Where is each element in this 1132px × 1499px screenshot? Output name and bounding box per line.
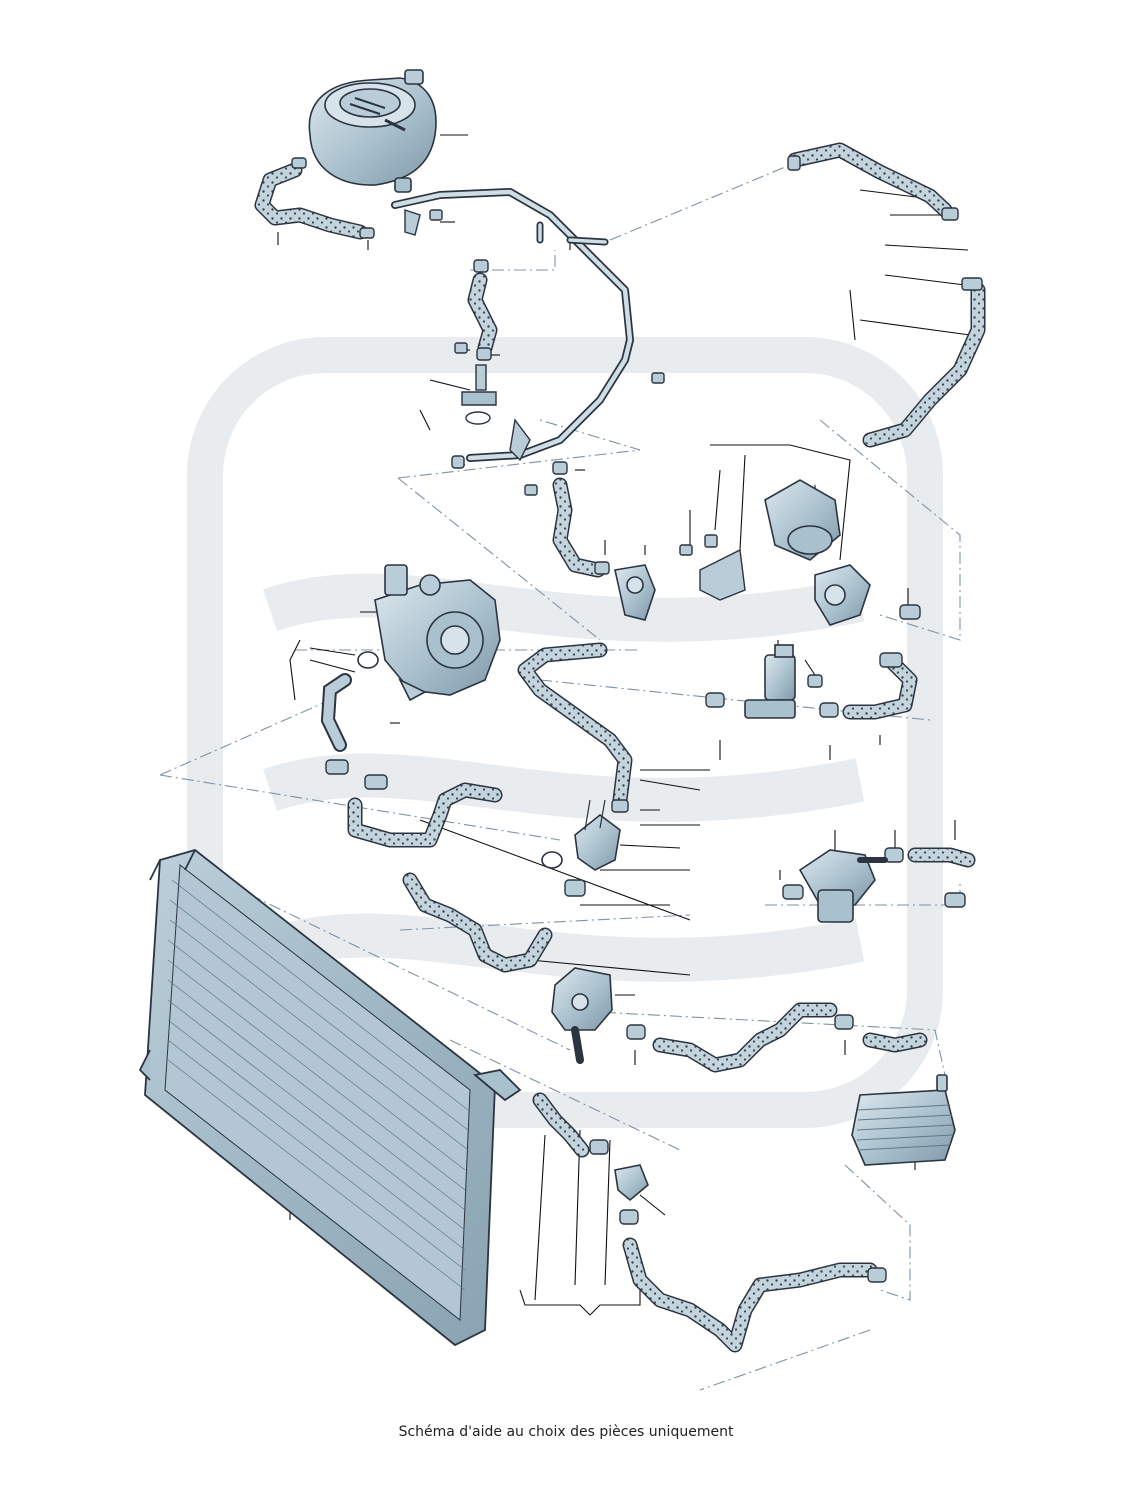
brackets (404, 209, 746, 601)
hoses (254, 142, 986, 1353)
heater-valve (744, 644, 796, 719)
watermark-logo (187, 337, 943, 1128)
expansion-tank (308, 69, 437, 193)
t-connector (614, 1164, 649, 1202)
hose-elbow (320, 673, 352, 752)
caption: Schéma d'aide au choix des pièces unique… (398, 1424, 734, 1440)
control-valve (614, 564, 656, 621)
oil-cooler (851, 1074, 956, 1166)
coolant-pipe (391, 188, 634, 462)
guide-lines (159, 164, 961, 1391)
temperature-sensor (461, 364, 497, 425)
auxiliary-pump (764, 479, 871, 626)
thermostat-housing (541, 799, 621, 871)
radiator (138, 849, 522, 1347)
hose-clamps (291, 155, 983, 1283)
electric-coolant-pump (551, 967, 613, 1064)
secondary-pump (798, 849, 888, 923)
water-pump-housing (357, 564, 501, 702)
